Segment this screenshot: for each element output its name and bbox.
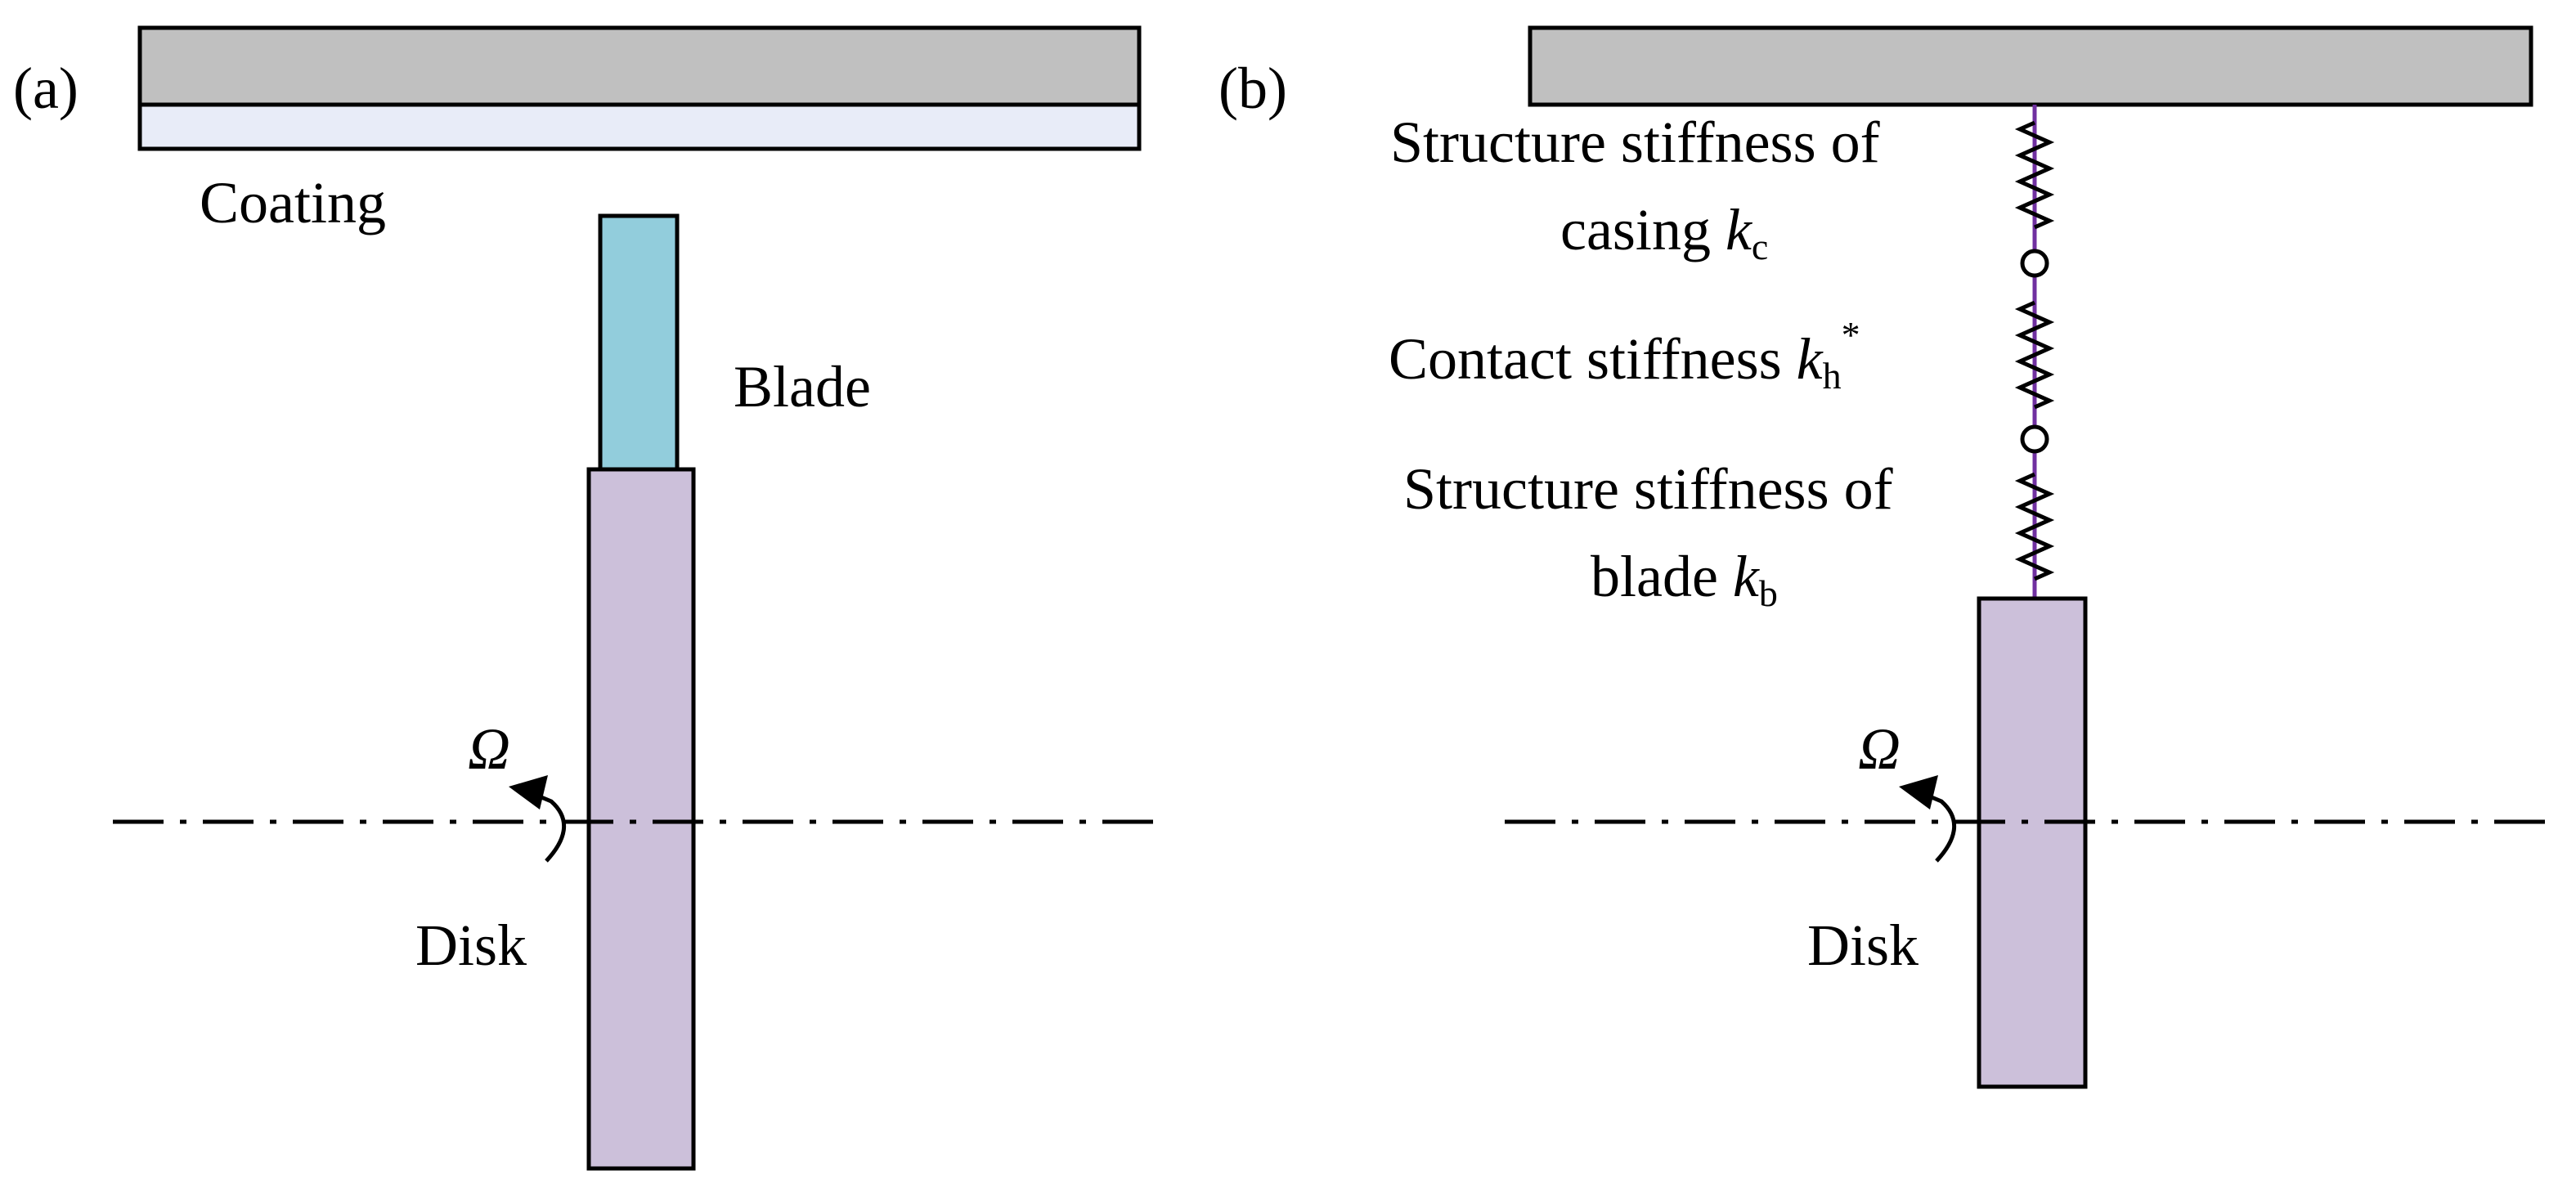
disk-label-a: Disk	[415, 913, 527, 978]
spring-contact	[2014, 300, 2055, 410]
panel-a: (a) Coating Blade Ω Disk	[13, 25, 1169, 1171]
panel-a-tag: (a)	[13, 56, 79, 121]
omega-label-b: Ω	[1858, 716, 1901, 782]
casing-stiffness-line2: casing kc	[1560, 197, 1768, 267]
blade-stiffness-line1: Structure stiffness of	[1403, 456, 1893, 522]
coating-label: Coating	[200, 170, 386, 235]
rotation-arrowhead-a	[509, 775, 548, 810]
spring-node-1	[2020, 249, 2049, 278]
blade-stiffness-line2: blade kb	[1591, 544, 1778, 614]
spring-casing	[2014, 120, 2055, 230]
disk-label-b: Disk	[1807, 913, 1919, 978]
spring-blade	[2014, 472, 2055, 581]
coating-layer	[137, 102, 1142, 151]
blade-label: Blade	[734, 354, 871, 419]
casing-stiffness-line1: Structure stiffness of	[1390, 110, 1880, 175]
disk-a	[586, 467, 696, 1171]
casing-b	[1528, 25, 2533, 107]
omega-label-a: Ω	[468, 716, 510, 782]
panel-b-tag: (b)	[1218, 56, 1287, 121]
spring-node-2	[2020, 424, 2049, 454]
blade-a	[598, 213, 680, 472]
panel-b: (b) Structure stiffness of casing kc Con…	[1218, 25, 2560, 1089]
disk-b	[1977, 596, 2088, 1089]
rotation-arrow-b	[1921, 791, 1956, 863]
casing-a	[137, 25, 1142, 107]
rotation-arrow-a	[531, 791, 566, 863]
contact-stiffness-label: Contact stiffness kh*	[1389, 314, 1860, 397]
rotation-arrowhead-b	[1899, 775, 1938, 810]
